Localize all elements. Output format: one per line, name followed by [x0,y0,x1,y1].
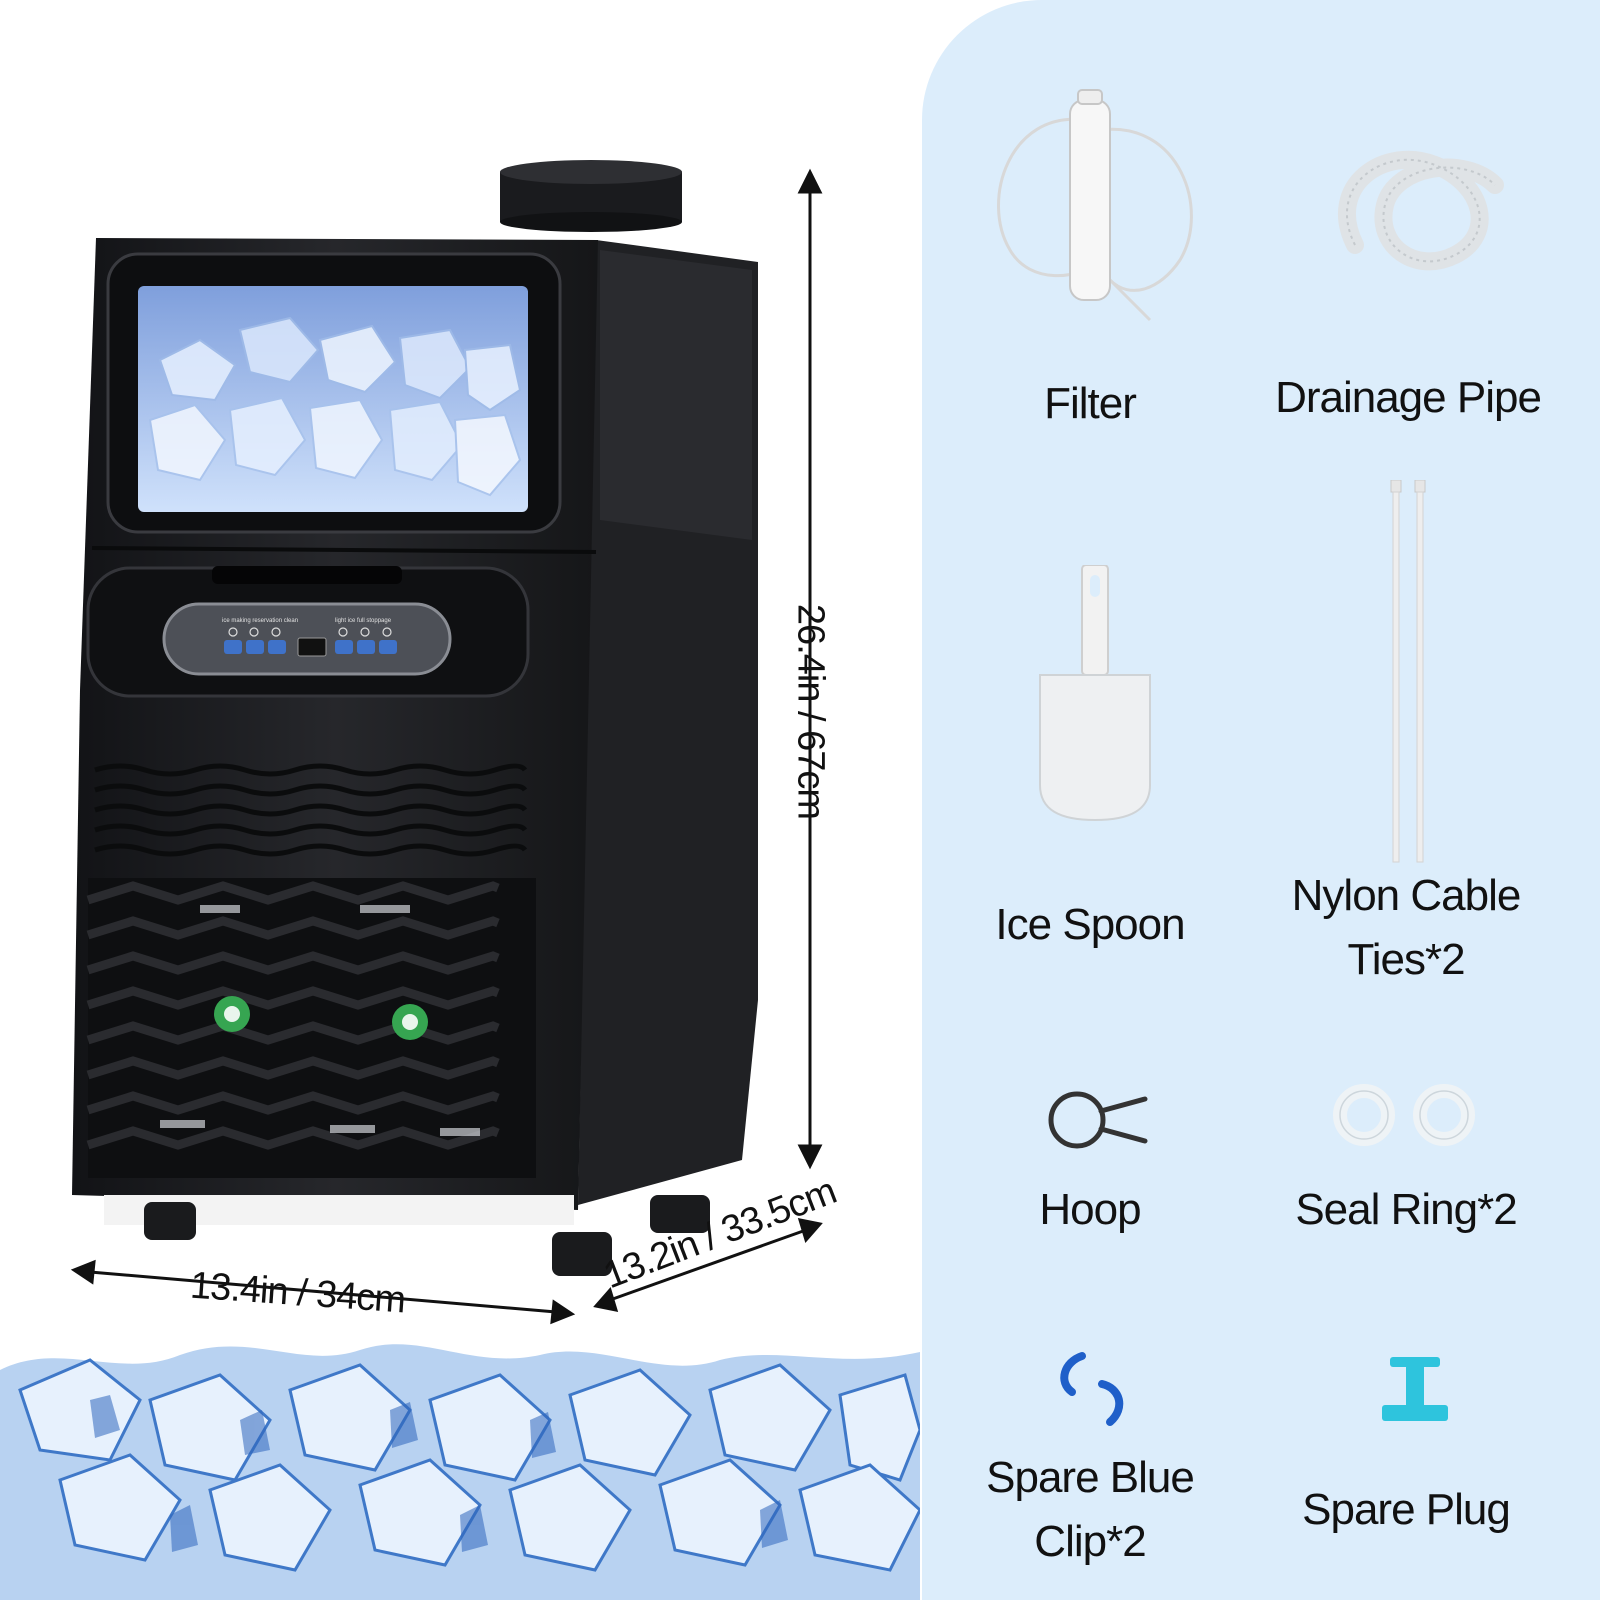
svg-text:light ice full stoppage: light ice full stoppage [335,618,392,624]
foot-front-left [144,1202,196,1240]
accessories-panel [922,0,1600,1600]
foot-back-right [650,1195,710,1233]
blue-clip-label-line1: Spare Blue [986,1453,1195,1502]
blue-clip-icon [1060,1352,1124,1426]
front-grille [86,878,536,1178]
dimension-arrows [70,168,823,1325]
seal-ring-icon [1333,1084,1475,1146]
reservation-button[interactable] [246,640,264,654]
plus-button[interactable] [357,640,375,654]
clean-button[interactable] [268,640,286,654]
svg-text:ice making reservation clean: ice making reservation clean [222,618,298,624]
digital-display [297,637,327,657]
foot-front-right [552,1232,612,1276]
hoop-label: Hoop [1039,1185,1141,1234]
ice-pile-decoration [0,1344,920,1600]
blue-clip-label-line2: Clip*2 [1034,1517,1146,1566]
ice-maker-illustration: ice making reservation clean light ice f… [0,160,920,1600]
cable-ties-label-line1: Nylon Cable [1291,871,1522,920]
filter-label: Filter [1044,379,1137,428]
front-ribs [94,763,528,857]
spare-plug-label: Spare Plug [1302,1485,1511,1534]
hoop-icon [1048,1091,1148,1149]
drainage-pipe-label: Drainage Pipe [1275,373,1542,422]
spare-plug-icon [1382,1357,1448,1421]
drainage-pipe-icon [1338,150,1504,271]
ice-spoon-icon [1039,565,1151,822]
cable-ties-icon [1390,480,1426,863]
minus-button[interactable] [379,640,397,654]
ice-spoon-label: Ice Spoon [995,900,1185,949]
door-handle[interactable] [212,566,402,584]
top-vent-cylinder [500,160,682,232]
light-button[interactable] [335,640,353,654]
control-panel: ice making reservation clean light ice f… [162,602,452,676]
power-button[interactable] [224,640,242,654]
seal-ring-label: Seal Ring*2 [1295,1185,1517,1234]
height-dimension-label: 26.4in / 67cm [789,603,832,820]
filter-icon [997,89,1193,322]
ice-cubes-in-window [148,316,522,497]
cable-ties-label-line2: Ties*2 [1347,935,1465,984]
